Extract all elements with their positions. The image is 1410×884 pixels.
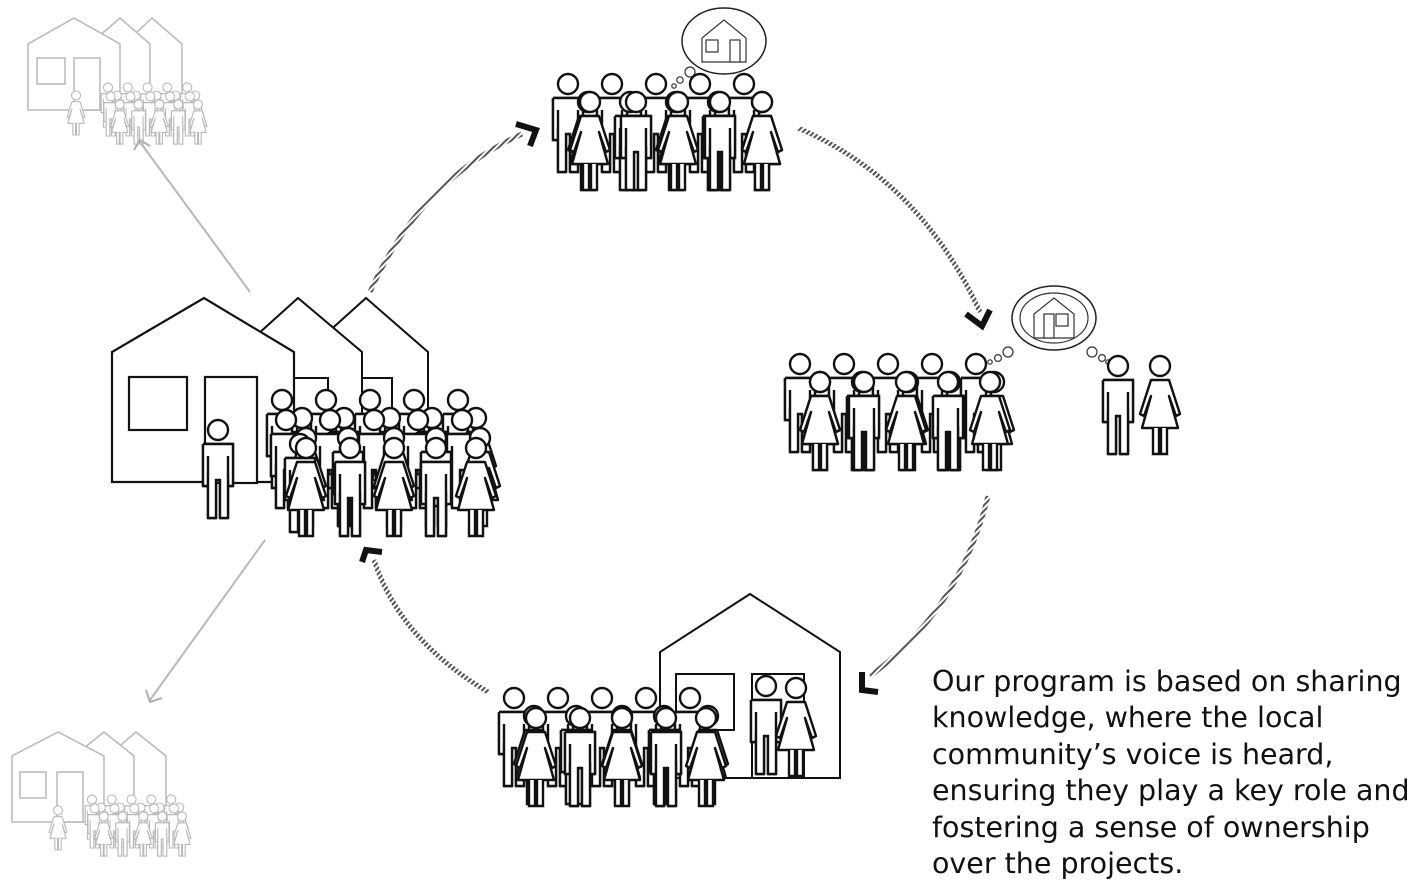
faded-village-top xyxy=(27,16,207,144)
caption-line: over the projects. xyxy=(932,847,1184,881)
main-village-group xyxy=(110,296,500,538)
caption-line: ensuring they play a key role and xyxy=(932,774,1410,808)
crowd-group-top xyxy=(553,74,784,192)
arrow-icon xyxy=(359,546,383,563)
arrow-icon xyxy=(859,672,879,695)
crowd-group-right xyxy=(785,354,1014,472)
thought-bubble-icon xyxy=(987,285,1111,365)
caption-line: fostering a sense of ownership xyxy=(932,810,1370,844)
caption-line: community’s voice is heard, xyxy=(932,737,1334,771)
arrow-icon xyxy=(515,121,540,148)
thought-bubble-icon xyxy=(671,7,767,89)
faded-village-bottom xyxy=(11,731,191,856)
caption-line: Our program is based on sharing xyxy=(932,665,1402,698)
arrow-icon xyxy=(133,138,151,151)
cycle-arrows xyxy=(359,121,993,695)
arrow-icon xyxy=(145,689,163,704)
caption-text: Our program is based on sharing knowledg… xyxy=(932,664,1410,882)
caption-line: knowledge, where the local xyxy=(932,701,1324,735)
connector-line-bottom xyxy=(149,539,266,701)
arrow-icon xyxy=(964,308,993,331)
connector-line-top xyxy=(139,141,251,293)
pair-group-right xyxy=(1101,354,1182,456)
crowd-group xyxy=(267,390,500,538)
crowd-group-bottom xyxy=(499,674,818,808)
